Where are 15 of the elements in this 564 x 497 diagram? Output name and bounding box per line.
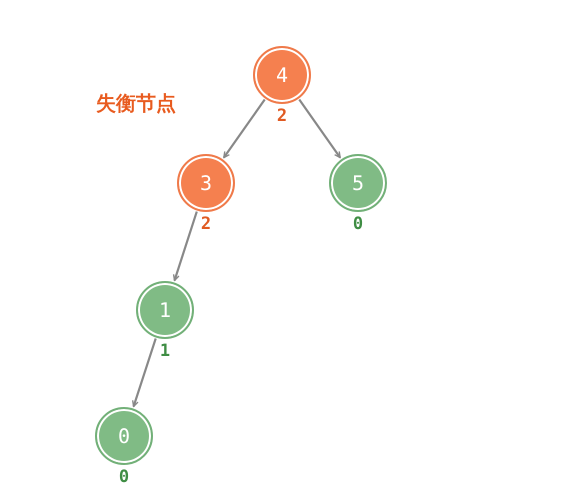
node-key: 1: [158, 300, 172, 320]
node-key: 5: [352, 173, 364, 193]
balance-factor: 2: [276, 108, 288, 125]
node-key: 4: [276, 65, 288, 85]
balance-factor: 0: [118, 469, 130, 486]
arrow: [132, 338, 157, 408]
balance-factor: 2: [200, 216, 212, 233]
arrow: [172, 211, 198, 282]
balance-factor: 0: [352, 216, 364, 233]
arrow: [298, 98, 342, 158]
balance-factor: 1: [160, 343, 170, 360]
node-key: 0: [118, 426, 130, 446]
arrow: [222, 98, 266, 158]
annotation-label: 失衡节点: [96, 90, 176, 117]
node-key: 3: [200, 173, 212, 193]
